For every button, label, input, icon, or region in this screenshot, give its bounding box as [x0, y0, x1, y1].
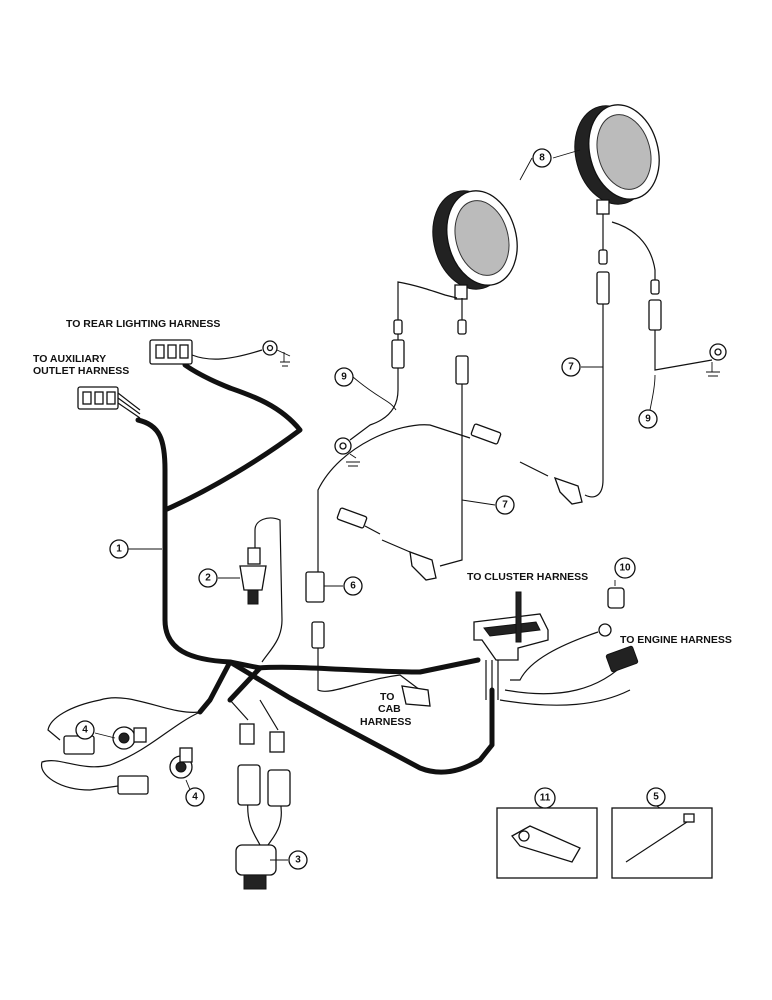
label-engine: TO ENGINE HARNESS — [620, 634, 732, 646]
callout-4a: 4 — [75, 720, 95, 740]
part-box-5 — [611, 807, 713, 879]
callout-5: 5 — [646, 787, 666, 807]
callout-4b: 4 — [185, 787, 205, 807]
work-lamp-right — [574, 104, 660, 215]
svg-text:7: 7 — [502, 500, 508, 511]
label-cab-3: HARNESS — [360, 716, 411, 728]
callout-1: 1 — [109, 539, 129, 559]
svg-text:1: 1 — [116, 544, 122, 555]
callouts: 1 2 3 4 4 5 6 7 7 8 9 9 10 11 — [75, 148, 666, 870]
aux-outlet-connector — [77, 386, 141, 419]
sensor-assembly — [229, 699, 291, 890]
svg-text:8: 8 — [539, 153, 545, 164]
svg-text:3: 3 — [295, 855, 301, 866]
callout-6: 6 — [343, 576, 363, 596]
callout-8: 8 — [532, 148, 552, 168]
svg-text:6: 6 — [350, 581, 356, 592]
label-rear-lighting: TO REAR LIGHTING HARNESS — [66, 318, 220, 330]
bracket-assembly — [473, 587, 639, 706]
label-aux-outlet-1: TO AUXILIARY — [33, 353, 106, 365]
callout-9b: 9 — [638, 409, 658, 429]
svg-text:7: 7 — [568, 362, 574, 373]
callout-9a: 9 — [334, 367, 354, 387]
callout-2: 2 — [198, 568, 218, 588]
callout-7b: 7 — [561, 357, 581, 377]
svg-text:10: 10 — [619, 563, 631, 574]
label-cab-1: TO — [380, 691, 394, 703]
label-aux-outlet-2: OUTLET HARNESS — [33, 365, 129, 377]
pressure-switch — [239, 517, 283, 663]
callout-11: 11 — [534, 787, 556, 809]
svg-text:9: 9 — [645, 414, 651, 425]
switch-lower — [41, 711, 201, 795]
callout-3: 3 — [288, 850, 308, 870]
callout-7a: 7 — [495, 495, 515, 515]
svg-text:5: 5 — [653, 792, 659, 803]
label-cab-2: CAB — [378, 703, 401, 715]
part-box-11 — [496, 807, 598, 879]
svg-text:2: 2 — [205, 573, 211, 584]
callout-10: 10 — [614, 557, 636, 579]
lamp-wiring — [305, 214, 727, 707]
rear-lighting-connector — [149, 339, 291, 367]
svg-text:11: 11 — [540, 793, 551, 804]
svg-text:9: 9 — [341, 372, 347, 383]
work-lamp-left — [432, 190, 518, 300]
svg-text:4: 4 — [192, 792, 198, 803]
label-cluster: TO CLUSTER HARNESS — [467, 571, 588, 583]
svg-text:4: 4 — [82, 725, 88, 736]
harness-labels: TO REAR LIGHTING HARNESS TO AUXILIARY OU… — [33, 318, 732, 728]
main-harness — [135, 362, 495, 775]
